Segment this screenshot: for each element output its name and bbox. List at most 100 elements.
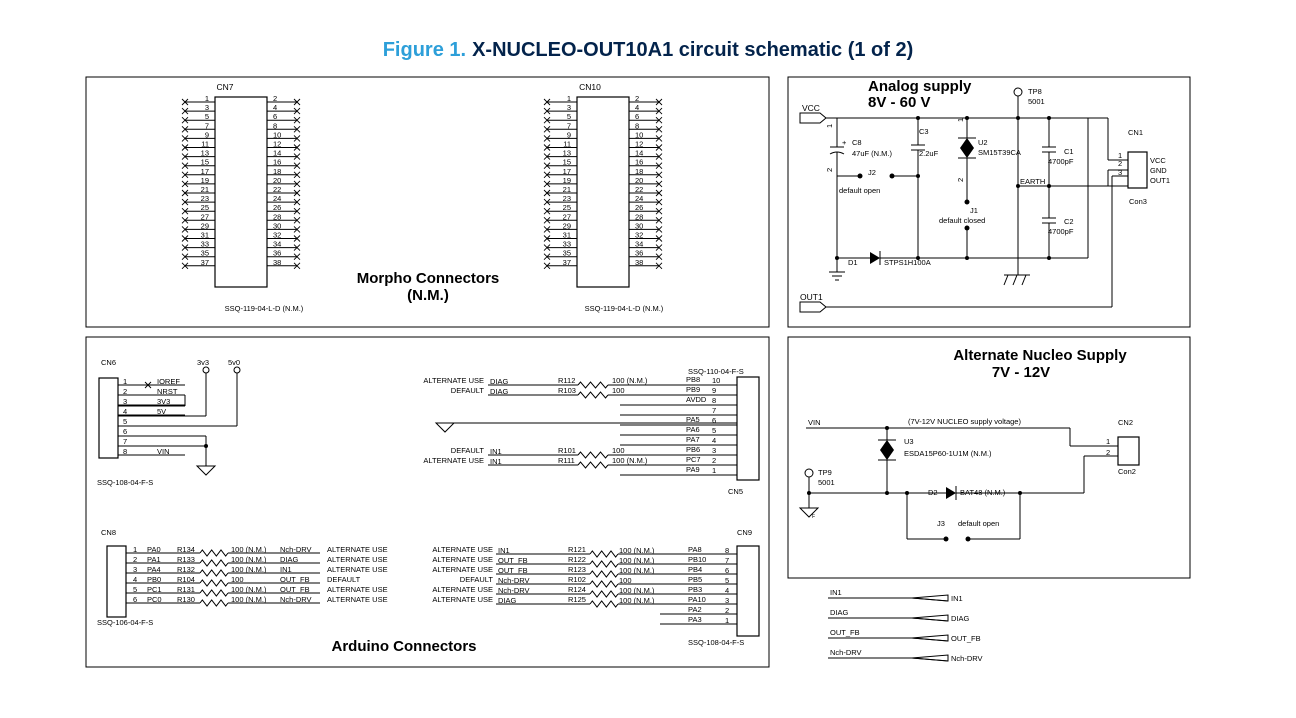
u2-val: SM15T39CA	[978, 148, 1021, 157]
no-connect-mark	[543, 244, 551, 251]
cn5-pin-number: 9	[712, 386, 716, 395]
cn5-port-label: PB8	[686, 375, 700, 384]
cn5-resistor-val: 100	[612, 446, 625, 455]
morpho-pin-number: 11	[201, 140, 209, 149]
cn9-resistor	[589, 580, 619, 588]
cn5-port-label: PA9	[686, 465, 700, 474]
cn9-use-label: ALTERNATE USE	[432, 555, 493, 564]
net-port-in-label: DIAG	[830, 608, 849, 617]
no-connect-mark	[181, 226, 189, 233]
morpho-pin-number: 7	[567, 121, 571, 130]
tp9-val: 5001	[818, 478, 835, 487]
figure-title: Figure 1.X-NUCLEO-OUT10A1 circuit schema…	[383, 39, 914, 61]
cn9-resistor-val: 100 (N.M.)	[619, 546, 655, 555]
morpho-pin-number: 31	[201, 231, 209, 240]
morpho-pin-number: 25	[201, 203, 209, 212]
cn5-pin-number: 1	[712, 466, 716, 475]
morpho-pin-number: 37	[563, 258, 571, 267]
cn8-resistor	[199, 579, 229, 587]
cn8-pin-number: 6	[133, 595, 137, 604]
alt-title-2: 7V - 12V	[992, 364, 1050, 381]
morpho-frame	[85, 76, 770, 328]
morpho-pin-number: 15	[563, 158, 571, 167]
morpho-pin-number: 10	[635, 130, 643, 139]
cn8-use-label: ALTERNATE USE	[327, 595, 388, 604]
cn9-resistor	[589, 590, 619, 598]
cn9-net-label: OUT_FB	[498, 556, 528, 565]
no-connect-mark	[655, 162, 663, 170]
cn6-pin-label: NRST	[157, 387, 178, 396]
cn8-resistor-ref: R132	[177, 565, 195, 574]
cn9-port-label: PA3	[688, 615, 702, 624]
no-connect-mark	[655, 171, 663, 179]
cn9-use-label: ALTERNATE USE	[432, 585, 493, 594]
morpho-pin-number: 29	[563, 221, 571, 230]
morpho-pin-number: 7	[205, 121, 209, 130]
cn8-resistor-val: 100 (N.M.)	[231, 595, 267, 604]
no-connect-mark	[655, 153, 663, 160]
cn5-net-label: DIAG	[490, 377, 509, 386]
cn9-use-label: ALTERNATE USE	[432, 565, 493, 574]
cn5-resistor-ref: R101	[558, 446, 576, 455]
no-connect-mark	[293, 116, 301, 124]
no-connect-mark	[543, 207, 551, 215]
morpho-label-2: (N.M.)	[407, 287, 449, 304]
cn5-pin-number: 10	[712, 376, 720, 385]
cn8-pin-number: 4	[133, 575, 137, 584]
no-connect-mark	[543, 107, 551, 115]
cn6-part: SSQ-108-04-F-S	[97, 478, 153, 487]
net-port-out-label: DIAG	[951, 614, 970, 623]
earth-label: EARTH	[1020, 177, 1045, 186]
no-connect-mark	[293, 171, 301, 179]
morpho-pin-number: 35	[563, 249, 571, 258]
cn5-pin-number: 5	[712, 426, 716, 435]
morpho-pin-number: 18	[635, 167, 643, 176]
net-port-in-label: OUT_FB	[830, 628, 860, 637]
no-connect-mark	[181, 180, 189, 188]
cn9-pin-number: 5	[725, 576, 729, 585]
morpho-pin-number: 36	[635, 249, 643, 258]
net-port-wire	[911, 597, 949, 602]
morpho-pin-number: 5	[567, 112, 571, 121]
cn8-net-label: OUT_FB	[280, 575, 310, 584]
cn8-resistor-val: 100 (N.M.)	[231, 565, 267, 574]
morpho-pin-number: 9	[567, 130, 571, 139]
cn8-resistor-ref: R134	[177, 545, 195, 554]
no-connect-mark	[543, 198, 551, 206]
cn9-net-label: Nch-DRV	[498, 576, 530, 585]
no-connect-mark	[293, 135, 301, 142]
morpho-pin-number: 34	[273, 240, 281, 249]
analog-frame	[787, 76, 1191, 328]
morpho-pin-number: 20	[635, 176, 643, 185]
cn2-pin-1: 1	[1106, 437, 1110, 446]
no-connect-mark	[655, 144, 663, 151]
cn8-pin-number: 2	[133, 555, 137, 564]
no-connect-mark	[181, 125, 189, 133]
cn5-port-label: PB6	[686, 445, 700, 454]
no-connect-mark	[655, 180, 663, 188]
no-connect-mark	[181, 207, 189, 215]
no-connect-mark	[293, 262, 301, 270]
u3-val: ESDA15P60-1U1M (N.M.)	[904, 449, 992, 458]
cn9-resistor	[589, 560, 619, 568]
no-connect-mark	[181, 262, 189, 270]
cn5-resistor-val: 100 (N.M.)	[612, 456, 648, 465]
no-connect-mark	[293, 98, 301, 106]
no-connect-mark	[543, 216, 551, 224]
cn1-gnd: GND	[1150, 166, 1167, 175]
no-connect-mark	[543, 153, 551, 160]
morpho-pin-number: 1	[567, 94, 571, 103]
cn5-resistor	[577, 461, 609, 469]
cn9-name: CN9	[737, 528, 752, 537]
morpho-pin-number: 11	[563, 140, 571, 149]
no-connect-mark	[181, 235, 189, 242]
cn2-name: CN2	[1118, 418, 1133, 427]
cn8-port-label: PA1	[147, 555, 161, 564]
cn5-rows: 10PB89PB98AVDD76PA55PA64PA73PB62PC71PA9A…	[423, 375, 737, 476]
cn8-net-label: Nch-DRV	[280, 595, 312, 604]
cn5-pin-number: 2	[712, 456, 716, 465]
no-connect-mark	[181, 116, 189, 124]
